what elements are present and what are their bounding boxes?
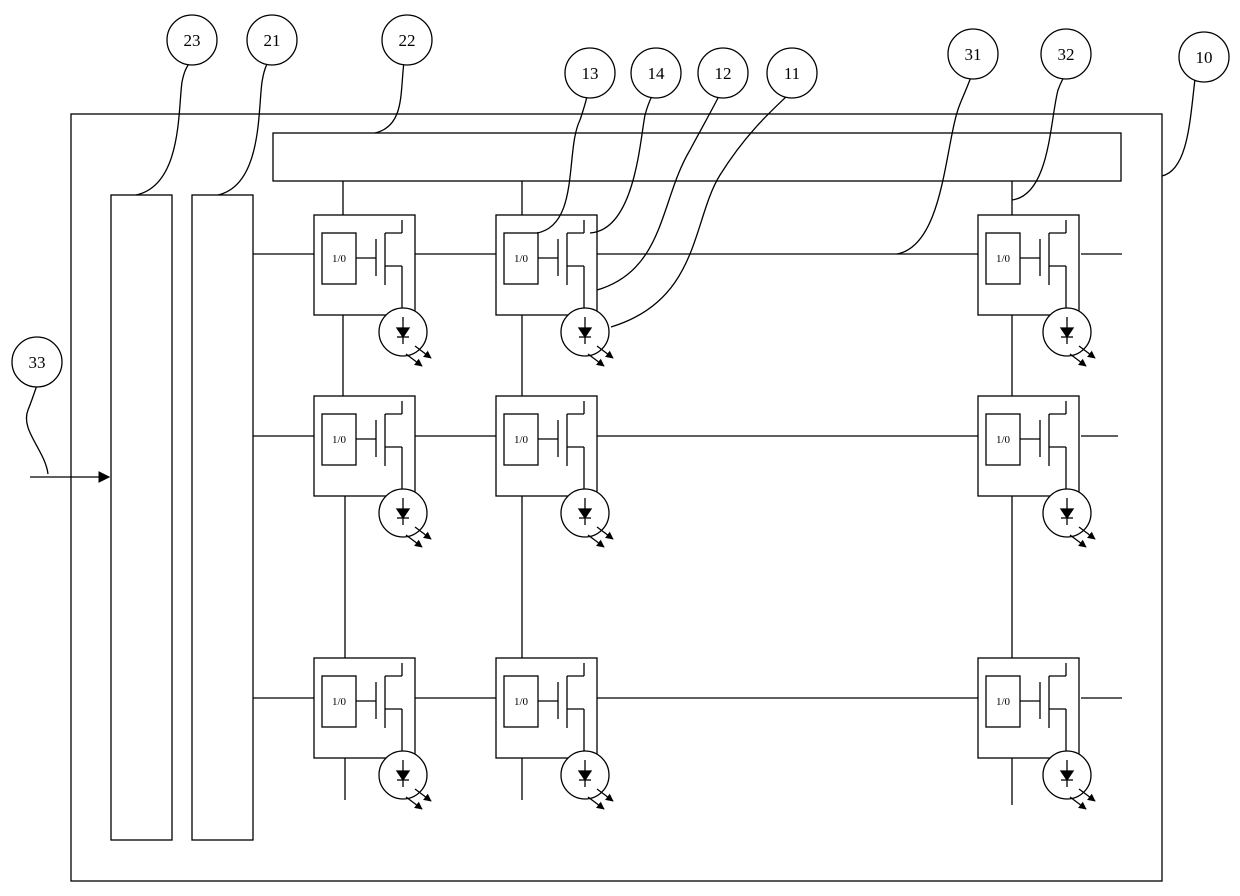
reference-label: 21 bbox=[264, 31, 281, 50]
light-emission-arrow bbox=[406, 354, 422, 366]
light-emission-arrow bbox=[406, 535, 422, 547]
light-emission-arrow bbox=[588, 535, 604, 547]
reference-label: 31 bbox=[965, 45, 982, 64]
leader-21 bbox=[218, 62, 268, 195]
pixel-cell-frame bbox=[314, 658, 415, 758]
reference-label: 13 bbox=[582, 64, 599, 83]
leader-10 bbox=[1162, 79, 1195, 176]
reference-numeral-12: 12 bbox=[698, 48, 748, 98]
pixel-cell-frame bbox=[496, 396, 597, 496]
pixel-cell: 1/0 bbox=[314, 215, 431, 366]
pixel-cell: 1/0 bbox=[496, 215, 613, 366]
io-label: 1/0 bbox=[514, 696, 529, 708]
pixel-cell-frame bbox=[314, 215, 415, 315]
pixel-cell: 1/0 bbox=[978, 215, 1095, 366]
reference-label: 14 bbox=[648, 64, 666, 83]
io-label: 1/0 bbox=[514, 434, 529, 446]
pixel-cell: 1/0 bbox=[496, 658, 613, 809]
leader-33 bbox=[26, 385, 48, 474]
reference-numeral-32: 32 bbox=[1041, 29, 1091, 79]
reference-numeral-33: 33 bbox=[12, 337, 62, 387]
driver-column-left bbox=[111, 195, 172, 840]
reference-numeral-10: 10 bbox=[1179, 32, 1229, 82]
reference-numeral-13: 13 bbox=[565, 48, 615, 98]
leader-11 bbox=[611, 96, 787, 327]
light-emission-arrow bbox=[588, 354, 604, 366]
leader-13 bbox=[537, 96, 587, 233]
light-emission-arrow bbox=[1070, 797, 1086, 809]
reference-label: 12 bbox=[715, 64, 732, 83]
reference-numeral-14: 14 bbox=[631, 48, 681, 98]
pixel-cell-frame bbox=[496, 658, 597, 758]
pixel-cell-frame bbox=[978, 396, 1079, 496]
reference-label: 11 bbox=[784, 64, 800, 83]
reference-label: 23 bbox=[184, 31, 201, 50]
pixel-cell-frame bbox=[314, 396, 415, 496]
io-label: 1/0 bbox=[996, 434, 1011, 446]
pixel-cell-frame bbox=[978, 215, 1079, 315]
reference-label: 33 bbox=[29, 353, 46, 372]
io-label: 1/0 bbox=[332, 696, 347, 708]
leader-12 bbox=[597, 94, 720, 290]
pixel-cell-frame bbox=[978, 658, 1079, 758]
leader-23 bbox=[136, 62, 190, 195]
driver-column-right bbox=[192, 195, 253, 840]
pixel-cell: 1/0 bbox=[978, 658, 1095, 809]
leader-31 bbox=[897, 77, 971, 254]
reference-numeral-21: 21 bbox=[247, 15, 297, 65]
pixel-cell: 1/0 bbox=[496, 396, 613, 547]
io-label: 1/0 bbox=[514, 253, 529, 265]
io-label: 1/0 bbox=[332, 253, 347, 265]
pixel-cell: 1/0 bbox=[978, 396, 1095, 547]
io-label: 1/0 bbox=[996, 253, 1011, 265]
io-label: 1/0 bbox=[332, 434, 347, 446]
reference-numeral-22: 22 bbox=[382, 15, 432, 65]
pixel-cell: 1/0 bbox=[314, 658, 431, 809]
bus-bar-top bbox=[273, 133, 1121, 181]
io-label: 1/0 bbox=[996, 696, 1011, 708]
leader-22 bbox=[375, 62, 404, 133]
pixel-cell: 1/0 bbox=[314, 396, 431, 547]
reference-label: 32 bbox=[1058, 45, 1075, 64]
light-emission-arrow bbox=[588, 797, 604, 809]
reference-numeral-23: 23 bbox=[167, 15, 217, 65]
leader-14 bbox=[590, 96, 652, 233]
light-emission-arrow bbox=[1070, 535, 1086, 547]
reference-numeral-31: 31 bbox=[948, 29, 998, 79]
light-emission-arrow bbox=[406, 797, 422, 809]
display-panel-outline bbox=[71, 114, 1162, 881]
reference-numeral-11: 11 bbox=[767, 48, 817, 98]
reference-label: 22 bbox=[399, 31, 416, 50]
light-emission-arrow bbox=[1070, 354, 1086, 366]
reference-label: 10 bbox=[1196, 48, 1213, 67]
